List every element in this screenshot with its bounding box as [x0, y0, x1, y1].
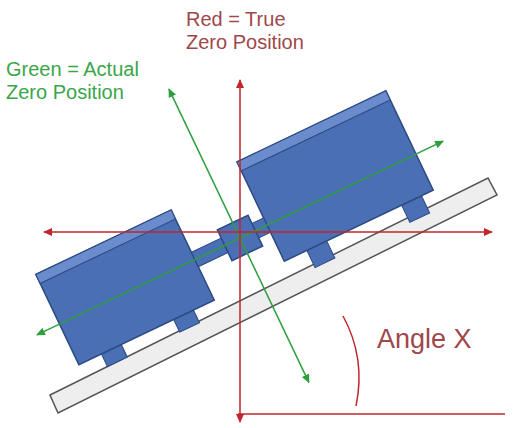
- annotation-label: Red = True Zero Position: [186, 8, 318, 54]
- horizontal-reference: [238, 413, 505, 415]
- true-vertical-axis: [239, 80, 241, 422]
- annotation-label: Angle X: [377, 324, 507, 355]
- true-horizontal-axis: [44, 231, 492, 233]
- angle-arc: [343, 316, 359, 406]
- annotation-label: Green = Actual Zero Position: [6, 58, 156, 104]
